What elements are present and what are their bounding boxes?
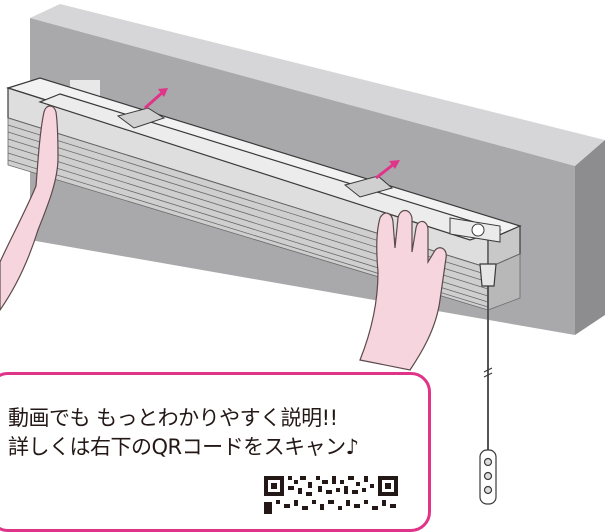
right-hand bbox=[359, 209, 447, 371]
arrow-up-right-icon bbox=[375, 160, 400, 180]
left-hand bbox=[0, 105, 59, 312]
bracket-right bbox=[343, 175, 394, 198]
callout-line-2: 詳しくは右下のQRコードをスキャン♪ bbox=[8, 435, 359, 459]
bracket-left bbox=[116, 107, 166, 129]
cord-lock bbox=[449, 217, 501, 243]
callout-line-1: 動画でも もっとわかりやすく説明!! bbox=[8, 406, 338, 430]
qr-code-icon[interactable] bbox=[262, 474, 400, 514]
blind-installation-illustration bbox=[0, 4, 605, 505]
control-wand bbox=[479, 263, 497, 505]
arrow-up-right-icon bbox=[144, 88, 168, 110]
